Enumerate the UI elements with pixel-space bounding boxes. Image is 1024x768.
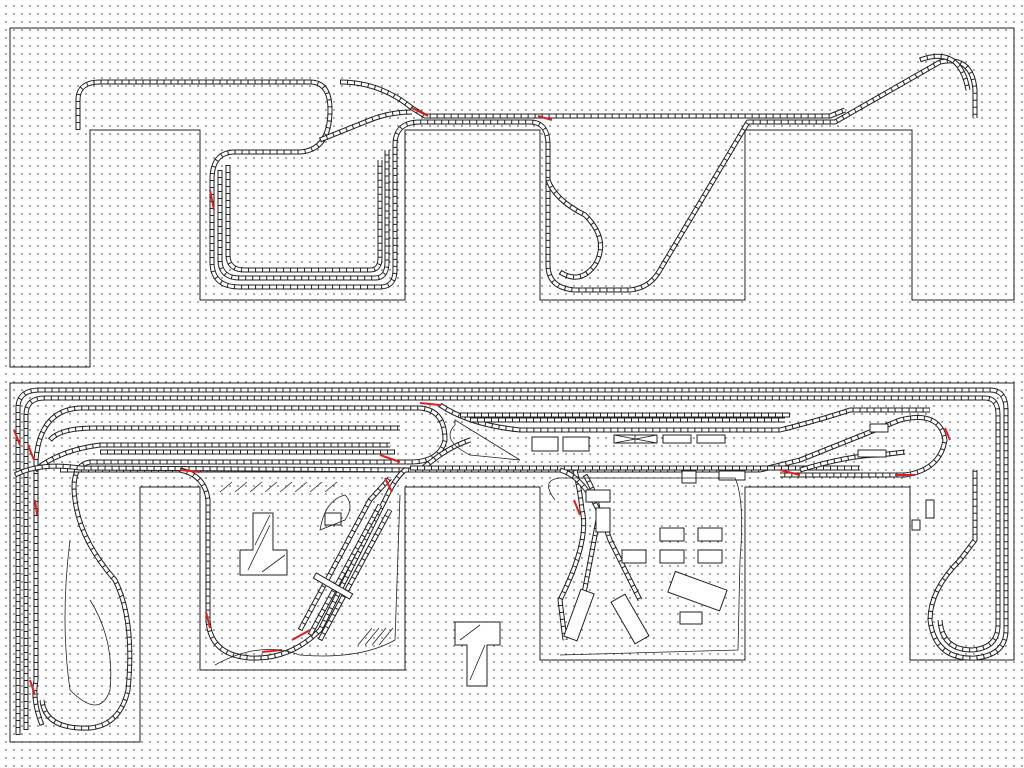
turnout[interactable]	[13, 429, 21, 446]
track-segment	[298, 476, 392, 631]
terrain-contour	[548, 477, 743, 656]
track-segment	[48, 425, 400, 442]
turnout[interactable]	[205, 611, 211, 629]
track-segment	[23, 395, 1001, 730]
track-segment	[75, 58, 978, 293]
building	[562, 436, 590, 452]
track-segment	[218, 150, 389, 280]
building	[911, 519, 921, 531]
track-segment	[318, 509, 392, 641]
turnout[interactable]	[209, 189, 215, 211]
terrain-contour	[449, 419, 521, 461]
terrain-contour	[64, 539, 112, 706]
track-segment	[225, 160, 383, 273]
track-segment	[217, 150, 390, 281]
track-segment	[297, 476, 392, 632]
building	[659, 549, 685, 564]
building	[595, 507, 611, 533]
turnout[interactable]	[779, 469, 801, 476]
track-segment	[14, 464, 421, 477]
turnouts	[13, 107, 951, 696]
building	[718, 470, 746, 481]
building	[925, 499, 935, 519]
building-hatch	[459, 624, 486, 681]
lower-level-tracks	[13, 387, 1009, 735]
hatch-area	[219, 481, 394, 646]
turntable-bridge	[312, 572, 354, 600]
track-segment	[24, 396, 1000, 730]
terrain-contour	[319, 494, 351, 531]
building	[679, 611, 703, 625]
track-segment	[319, 110, 413, 142]
turnout[interactable]	[29, 679, 36, 696]
track-segment	[15, 387, 1009, 735]
lower-board-outline	[9, 382, 1015, 743]
track-segment	[919, 53, 971, 91]
track-segment	[557, 469, 587, 641]
building	[659, 527, 685, 542]
building	[681, 470, 697, 484]
building	[563, 588, 595, 642]
building	[610, 593, 650, 645]
terrain-lines	[64, 419, 743, 706]
building	[585, 489, 611, 503]
track-segment	[226, 160, 382, 272]
terrain-contour	[214, 494, 401, 666]
building	[324, 512, 342, 526]
building-cross	[613, 434, 658, 444]
building-t-shaped	[239, 512, 288, 576]
track-segment	[308, 504, 382, 636]
turnout[interactable]	[27, 444, 35, 461]
track-segment	[16, 388, 1008, 735]
track-segment	[559, 467, 643, 602]
track-segment	[546, 179, 603, 279]
track-segment	[217, 150, 390, 281]
turnout[interactable]	[419, 402, 441, 406]
turnout[interactable]	[944, 427, 951, 441]
track-segment	[23, 395, 1001, 730]
track-segment	[76, 59, 977, 292]
upper-board-outline	[9, 27, 1015, 368]
turnout[interactable]	[379, 454, 401, 463]
turnout[interactable]	[291, 629, 311, 641]
turnout[interactable]	[179, 469, 201, 473]
building	[621, 549, 647, 564]
turnout[interactable]	[261, 649, 283, 653]
track-segment	[32, 405, 448, 731]
building-t-shaped	[454, 621, 501, 687]
turnout[interactable]	[34, 499, 38, 516]
track-segment	[48, 426, 400, 442]
turnout[interactable]	[537, 115, 553, 121]
track-segment	[225, 160, 383, 273]
building-hatch	[247, 514, 286, 573]
track-segment	[179, 416, 947, 660]
turnout[interactable]	[384, 477, 393, 493]
building	[531, 436, 559, 452]
buildings	[219, 423, 935, 687]
track-segment	[60, 437, 471, 473]
track-segment	[15, 387, 1009, 735]
building	[662, 434, 692, 444]
turnout[interactable]	[573, 499, 581, 516]
upper-level-tracks	[75, 53, 978, 293]
building	[696, 434, 726, 444]
building	[697, 527, 723, 542]
building	[667, 570, 728, 612]
building	[869, 423, 889, 433]
building	[857, 449, 887, 458]
building	[697, 549, 723, 564]
turnout[interactable]	[411, 107, 429, 117]
